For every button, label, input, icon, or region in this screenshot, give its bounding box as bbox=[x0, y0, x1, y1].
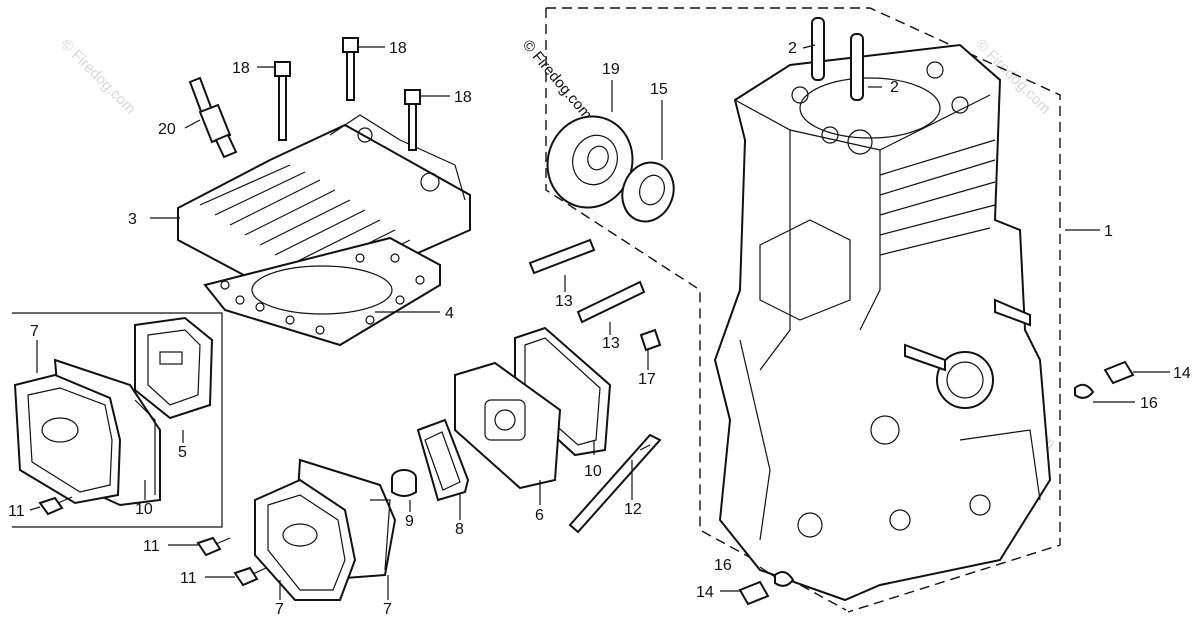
inset-box bbox=[12, 312, 223, 528]
callout-19: 19 bbox=[602, 61, 620, 78]
inset-covers-drawing bbox=[13, 358, 161, 507]
callout-7: 7 bbox=[383, 601, 392, 618]
callout-11: 11 bbox=[8, 503, 25, 520]
callout-3: 3 bbox=[128, 211, 137, 228]
callout-14: 14 bbox=[696, 584, 714, 601]
leader-lines bbox=[29, 44, 1170, 600]
callout-2: 2 bbox=[890, 79, 899, 96]
callout-10: 10 bbox=[135, 501, 153, 518]
callout-12: 12 bbox=[624, 501, 642, 518]
callout-2: 2 bbox=[788, 40, 797, 57]
head-gasket-drawing bbox=[203, 236, 441, 347]
callout-6: 6 bbox=[535, 507, 544, 524]
callout-18: 18 bbox=[232, 60, 250, 77]
oil-seal-drawing bbox=[621, 161, 675, 223]
callout-13: 13 bbox=[555, 293, 573, 310]
bolts-11-drawing bbox=[38, 496, 269, 587]
dowel-pins-drawing bbox=[811, 17, 864, 101]
callout-4: 4 bbox=[445, 305, 454, 322]
breather-cover-drawing bbox=[134, 316, 214, 420]
callout-15: 15 bbox=[650, 81, 668, 98]
drain-bolts-drawing bbox=[738, 360, 1135, 606]
callout-9: 9 bbox=[405, 513, 414, 530]
callout-5: 5 bbox=[178, 444, 187, 461]
watermark-text: © Firedog.com bbox=[57, 36, 139, 118]
callout-16: 16 bbox=[714, 557, 732, 574]
callout-1: 1 bbox=[1104, 223, 1113, 240]
spark-plug-drawing bbox=[188, 76, 238, 159]
callout-14: 14 bbox=[1173, 365, 1191, 382]
callout-11: 11 bbox=[180, 570, 197, 587]
filter-element-drawing bbox=[416, 418, 470, 502]
callout-10: 10 bbox=[584, 463, 602, 480]
crankcase-drawing bbox=[713, 43, 1052, 602]
bushing-drawing bbox=[391, 469, 417, 497]
callout-7: 7 bbox=[30, 323, 39, 340]
lower-covers-drawing bbox=[254, 458, 397, 601]
studs-13-drawing bbox=[528, 238, 646, 324]
callout-17: 17 bbox=[638, 371, 656, 388]
bolts-18-drawing bbox=[274, 37, 421, 151]
copyright-text: © Firedog.com bbox=[519, 37, 595, 123]
callout-18: 18 bbox=[454, 89, 472, 106]
callout-13: 13 bbox=[602, 335, 620, 352]
long-stud-drawing bbox=[568, 433, 662, 534]
callout-11: 11 bbox=[143, 538, 160, 555]
dowel-17-drawing bbox=[639, 328, 662, 352]
callout-18: 18 bbox=[389, 40, 407, 57]
callout-7: 7 bbox=[275, 601, 284, 618]
callout-16: 16 bbox=[1140, 395, 1158, 412]
callout-20: 20 bbox=[158, 121, 176, 138]
callout-8: 8 bbox=[455, 521, 464, 538]
insulator-drawing bbox=[454, 326, 612, 490]
